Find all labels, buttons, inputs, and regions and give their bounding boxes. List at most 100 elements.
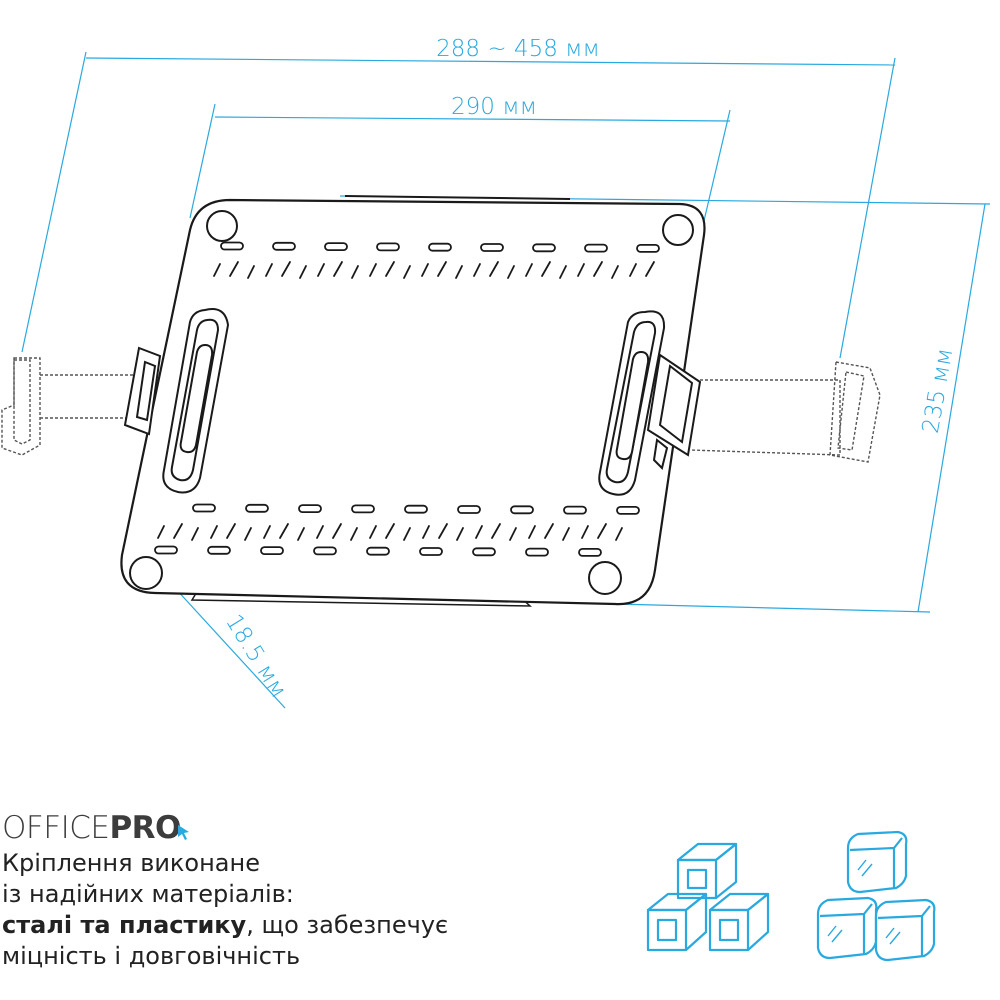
slot xyxy=(154,545,178,555)
slot xyxy=(260,546,284,555)
slot xyxy=(491,523,501,539)
slot xyxy=(525,547,549,557)
slot xyxy=(562,527,570,541)
brand-logo-bold: PRO xyxy=(109,810,181,846)
slot xyxy=(244,527,252,541)
slot xyxy=(510,505,534,515)
slot xyxy=(472,547,496,557)
slot xyxy=(616,505,640,515)
slot xyxy=(220,241,244,251)
slot xyxy=(525,263,533,277)
slot xyxy=(263,525,271,539)
slot xyxy=(422,525,430,539)
description-bold: сталі та пластику xyxy=(2,911,247,939)
slot xyxy=(507,265,515,279)
slot xyxy=(350,527,358,541)
mount-plate xyxy=(120,195,706,607)
dimension-width-range: 288 ~ 458 мм xyxy=(436,36,600,62)
slot xyxy=(279,523,289,539)
slot xyxy=(457,505,481,514)
slot xyxy=(229,261,239,277)
slot xyxy=(299,265,307,279)
right-clamp xyxy=(598,310,702,496)
slot xyxy=(419,547,443,556)
slot xyxy=(173,523,183,539)
slot xyxy=(333,261,343,277)
brand-logo: OFFICEPRO xyxy=(2,810,191,848)
slot xyxy=(247,265,255,279)
brand-logo-light: OFFICE xyxy=(2,810,110,846)
slot xyxy=(456,527,464,541)
slot xyxy=(245,503,269,513)
slot xyxy=(366,546,390,556)
slot xyxy=(404,504,428,514)
slot xyxy=(480,243,504,252)
slot xyxy=(629,263,637,277)
slot xyxy=(281,261,291,277)
slot xyxy=(636,243,660,253)
slot xyxy=(593,261,603,277)
slot xyxy=(563,505,587,515)
slot xyxy=(615,527,623,541)
description-line-4: міцність і довговічність xyxy=(2,942,301,970)
left-clamp xyxy=(123,308,230,494)
dimension-height: 235 мм xyxy=(918,346,959,435)
slot xyxy=(297,527,305,541)
description-line-2: із надійних матеріалів: xyxy=(2,880,294,908)
slot xyxy=(421,263,429,277)
slot xyxy=(191,527,199,541)
metal-cubes-icon xyxy=(646,842,770,952)
cursor-icon xyxy=(177,812,191,848)
slot xyxy=(528,525,536,539)
description-line-3-rest: , що забезпечує xyxy=(246,911,449,939)
ventilation-slots xyxy=(154,241,660,557)
description-line-1: Кріплення виконане xyxy=(2,849,260,877)
slot xyxy=(403,527,411,541)
slot xyxy=(509,527,517,541)
dimension-plate-width: 290 мм xyxy=(451,94,537,120)
slot xyxy=(332,523,342,539)
dimension-thickness: 18.5 мм xyxy=(220,610,291,703)
slot xyxy=(351,504,375,514)
description-line-3: сталі та пластику, що забезпечує xyxy=(2,910,602,941)
slot xyxy=(597,523,607,539)
material-icons xyxy=(646,830,936,962)
slot xyxy=(385,523,395,539)
slot xyxy=(584,243,608,253)
slot xyxy=(559,265,567,279)
slot xyxy=(298,504,322,514)
slot xyxy=(351,265,359,279)
slot xyxy=(544,523,554,539)
slot xyxy=(437,261,447,277)
slot xyxy=(313,546,337,556)
description: Кріплення виконане із надійних матеріалі… xyxy=(2,848,602,972)
right-arm xyxy=(689,361,881,463)
slot xyxy=(489,261,499,277)
slot xyxy=(475,525,483,539)
slot xyxy=(611,265,619,279)
slot xyxy=(192,503,216,513)
slot xyxy=(207,545,231,555)
slot xyxy=(272,241,296,251)
slot xyxy=(532,243,556,253)
slot xyxy=(577,263,585,277)
slot xyxy=(157,525,165,539)
slot xyxy=(455,265,463,279)
slot xyxy=(541,261,551,277)
slot xyxy=(369,263,377,277)
plastic-cubes-icon xyxy=(816,830,936,962)
slot xyxy=(581,525,589,539)
slot xyxy=(376,242,400,252)
slot xyxy=(316,525,324,539)
slot xyxy=(210,525,218,539)
slot xyxy=(226,523,236,539)
slot xyxy=(265,263,273,277)
slot xyxy=(385,261,395,277)
slot xyxy=(438,523,448,539)
slot xyxy=(213,263,221,277)
slot xyxy=(578,548,602,557)
slot xyxy=(403,265,411,279)
slot xyxy=(473,263,481,277)
slot xyxy=(369,525,377,539)
